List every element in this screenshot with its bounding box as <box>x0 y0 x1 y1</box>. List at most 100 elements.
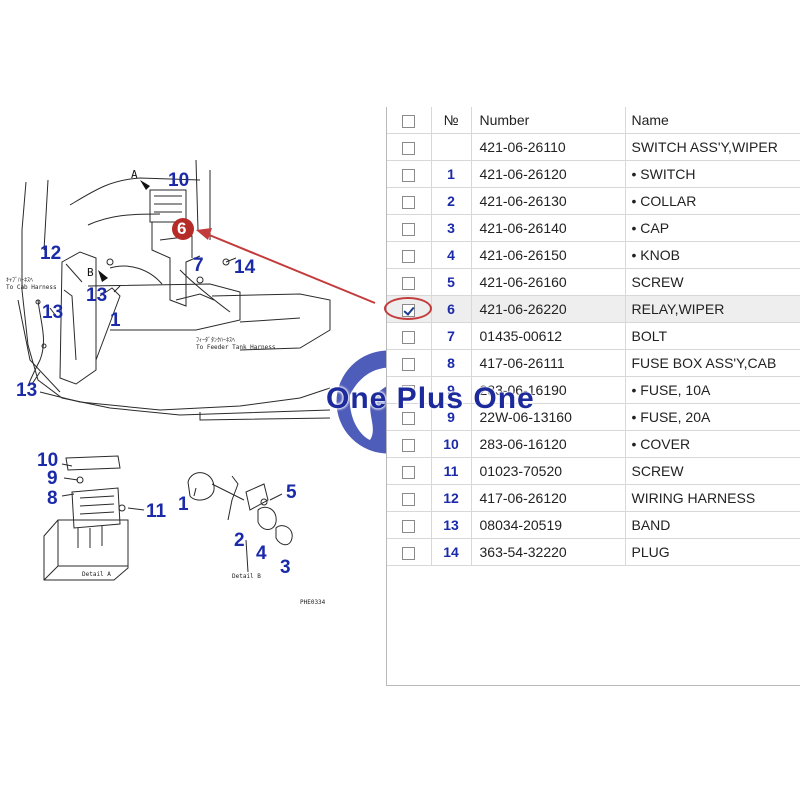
row-checkbox-cell[interactable] <box>387 538 432 566</box>
note-to-feeder-harness: ﾌｨｰﾀﾞﾀﾝｸﾊｰﾈｽﾍ To Feeder Tank Harness <box>196 337 276 351</box>
detail-callout-10: 10 <box>37 450 59 471</box>
row-checkbox-cell[interactable] <box>387 268 432 296</box>
row-checkbox-cell[interactable] <box>387 484 432 512</box>
row-checkbox-cell[interactable] <box>387 295 432 323</box>
select-all-checkbox[interactable] <box>402 114 416 128</box>
row-checkbox[interactable] <box>402 519 416 533</box>
row-checkbox[interactable] <box>402 141 416 155</box>
row-name: • KNOB <box>625 241 800 269</box>
row-checkbox[interactable] <box>402 357 416 371</box>
callout-12: 12 <box>40 243 62 264</box>
row-checkbox-cell[interactable] <box>387 430 432 458</box>
header-name[interactable]: Name <box>625 107 800 134</box>
view-arrow-b <box>98 270 108 282</box>
callout-14: 14 <box>234 257 256 278</box>
row-checkbox-cell[interactable] <box>387 322 432 350</box>
row-name: • SWITCH <box>625 160 800 188</box>
row-no: 7 <box>431 322 472 350</box>
row-number: 421-06-26160 <box>471 268 626 296</box>
callout-7: 7 <box>193 255 204 276</box>
row-checkbox[interactable] <box>402 384 416 398</box>
row-checkbox-cell[interactable] <box>387 349 432 377</box>
callout-13-upper: 13 <box>86 285 108 306</box>
row-checkbox-cell[interactable] <box>387 376 432 404</box>
detail-callout-2: 2 <box>234 530 245 551</box>
row-checkbox-cell[interactable] <box>387 457 432 485</box>
row-no <box>431 133 472 161</box>
row-name: WIRING HARNESS <box>625 484 800 512</box>
row-checkbox[interactable] <box>402 276 416 290</box>
row-checkbox-cell[interactable] <box>387 403 432 431</box>
header-no[interactable]: № <box>431 107 472 134</box>
row-number: 421-06-26120 <box>471 160 626 188</box>
detail-callout-8: 8 <box>47 488 58 509</box>
relay-pointer-arrowhead <box>196 228 212 240</box>
row-number: 283-06-16120 <box>471 430 626 458</box>
row-checkbox[interactable] <box>402 249 416 263</box>
row-checkbox-cell[interactable] <box>387 511 432 539</box>
row-name: SWITCH ASS'Y,WIPER <box>625 133 800 161</box>
table-header-row: № Number Name <box>387 107 800 134</box>
detail-callout-3: 3 <box>280 557 291 578</box>
callout-10: 10 <box>168 170 190 191</box>
row-checkbox-cell[interactable] <box>387 214 432 242</box>
row-checkbox[interactable] <box>402 222 416 236</box>
relay-pointer-line <box>201 231 376 304</box>
row-number: 421-06-26220 <box>471 295 626 323</box>
row-number: 08034-20519 <box>471 511 626 539</box>
cab-outline <box>21 181 331 416</box>
row-checkbox[interactable] <box>402 411 416 425</box>
row-name: BAND <box>625 511 800 539</box>
row-name: • FUSE, 20A <box>625 403 800 431</box>
view-letter-b: B <box>87 266 94 279</box>
row-checkbox[interactable] <box>402 330 416 344</box>
row-no: 12 <box>431 484 472 512</box>
row-checkbox-cell[interactable] <box>387 187 432 215</box>
callout-6-badge <box>172 218 194 240</box>
row-name: PLUG <box>625 538 800 566</box>
row-checkbox[interactable] <box>402 303 416 317</box>
row-checkbox-cell[interactable] <box>387 241 432 269</box>
row-no: 11 <box>431 457 472 485</box>
row-checkbox[interactable] <box>402 195 416 209</box>
detail-b-label: Detail B <box>232 573 261 580</box>
row-number: 363-54-32220 <box>471 538 626 566</box>
row-checkbox[interactable] <box>402 438 416 452</box>
row-checkbox-cell[interactable] <box>387 160 432 188</box>
row-name: • COLLAR <box>625 187 800 215</box>
detail-callout-4: 4 <box>256 543 267 564</box>
row-number: 283-06-16190 <box>471 376 626 404</box>
row-no: 9 <box>431 376 472 404</box>
row-number: 01023-70520 <box>471 457 626 485</box>
header-number[interactable]: Number <box>471 107 626 134</box>
row-checkbox[interactable] <box>402 465 416 479</box>
view-letter-a: A <box>131 168 138 181</box>
row-checkbox[interactable] <box>402 492 416 506</box>
row-number: 421-06-26140 <box>471 214 626 242</box>
row-checkbox[interactable] <box>402 168 416 182</box>
detail-b-drawing <box>187 472 215 501</box>
row-checkbox[interactable] <box>402 546 416 560</box>
row-checkbox-cell[interactable] <box>387 133 432 161</box>
callout-6: 6 <box>177 219 187 238</box>
select-all-checkbox-cell[interactable] <box>387 107 432 134</box>
row-name: • COVER <box>625 430 800 458</box>
